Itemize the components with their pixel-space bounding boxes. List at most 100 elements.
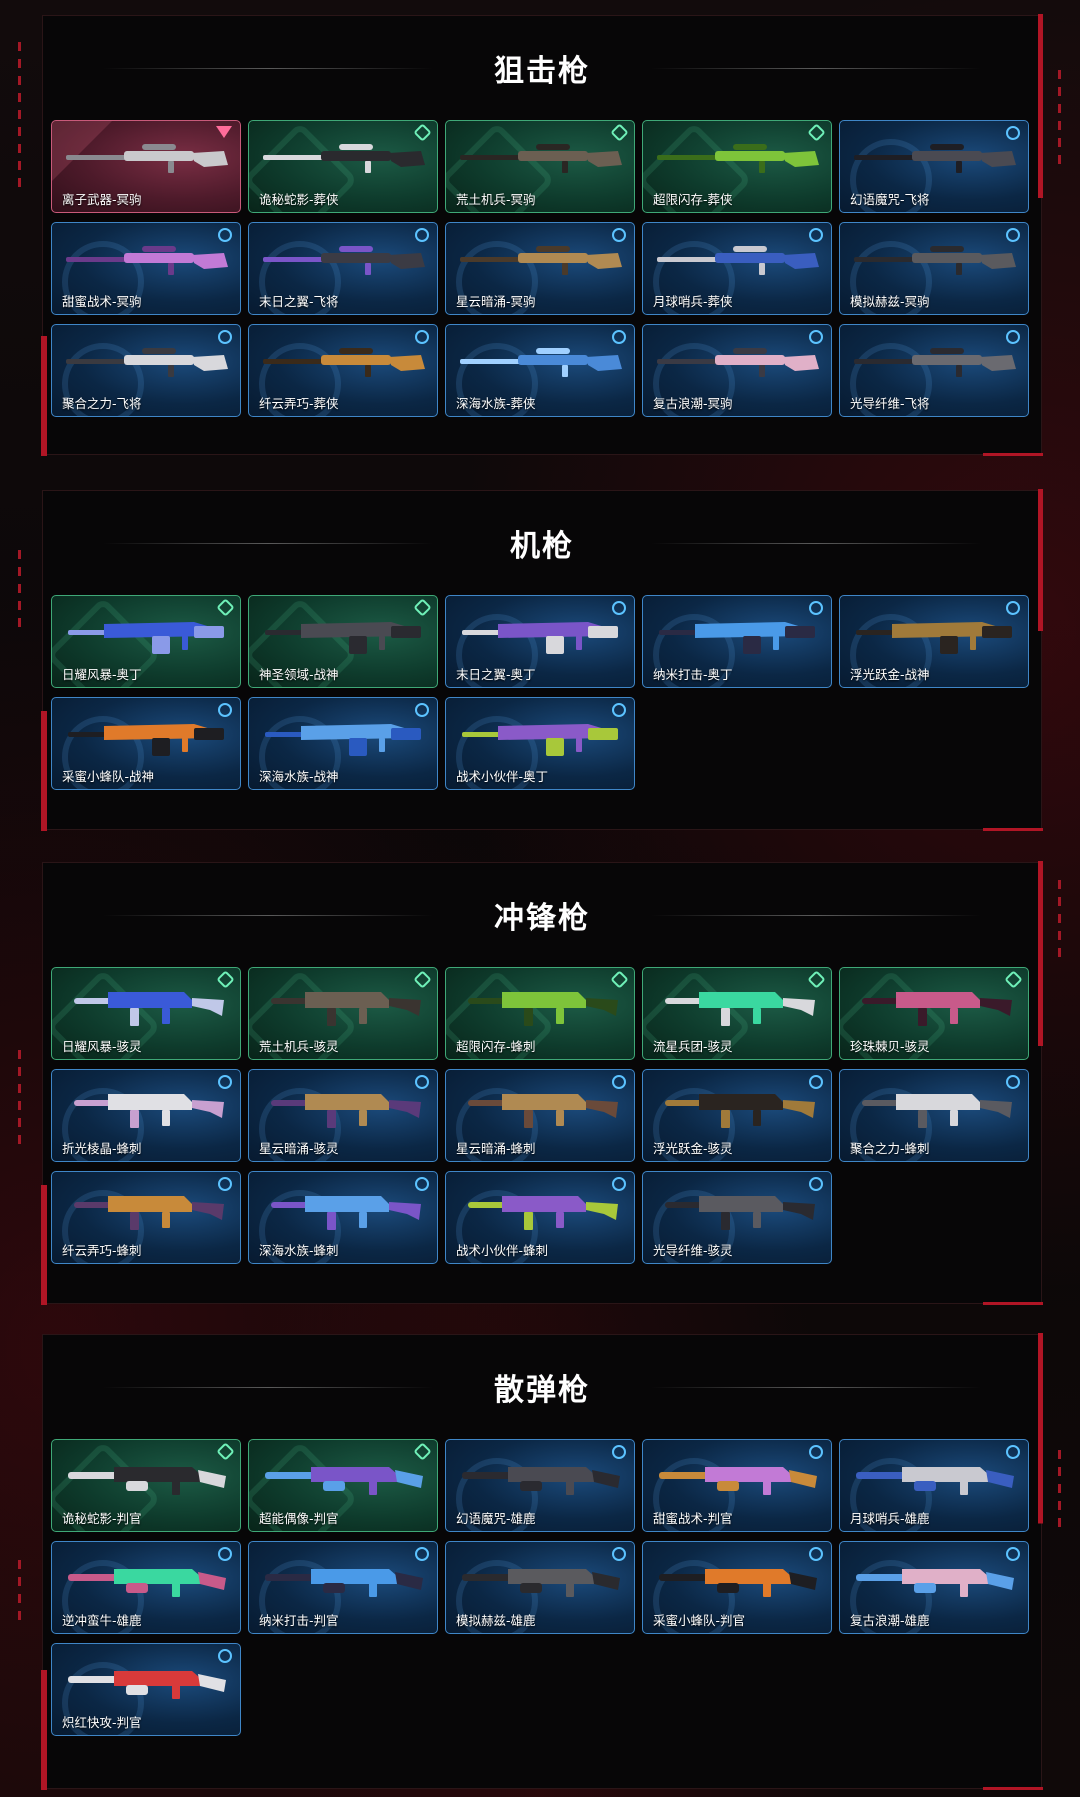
weapon-image bbox=[462, 724, 618, 756]
skin-card[interactable]: 逆冲蛮牛-雄鹿 bbox=[51, 1541, 241, 1634]
skin-grid: 日耀风暴-奥丁 神圣领域-战神 末日之翼-奥丁 纳米打击-奥丁 浮光跃金-战神 … bbox=[51, 595, 1029, 790]
weapon-image bbox=[265, 1569, 423, 1597]
skin-card[interactable]: 聚合之力-飞将 bbox=[51, 324, 241, 417]
tier-badge-icon bbox=[218, 228, 232, 242]
section-title: 散弹枪 bbox=[494, 1373, 590, 1408]
skin-card[interactable]: 战术小伙伴-奥丁 bbox=[445, 697, 635, 790]
skin-card[interactable]: 深海水族-战神 bbox=[248, 697, 438, 790]
tier-badge-icon bbox=[612, 703, 626, 717]
card-emblem-watermark bbox=[653, 1088, 735, 1161]
skin-card[interactable]: 复古浪潮-雄鹿 bbox=[839, 1541, 1029, 1634]
skin-card[interactable]: 甜蜜战术-冥驹 bbox=[51, 222, 241, 315]
tier-badge-icon bbox=[809, 601, 823, 615]
skin-card[interactable]: 折光棱晶-蜂刺 bbox=[51, 1069, 241, 1162]
skin-card[interactable]: 珍珠棘贝-骇灵 bbox=[839, 967, 1029, 1060]
skin-card[interactable]: 幻语魔咒-飞将 bbox=[839, 120, 1029, 213]
tier-badge-icon bbox=[218, 1547, 232, 1561]
weapon-image bbox=[659, 622, 815, 654]
skin-card[interactable]: 流星兵团-骇灵 bbox=[642, 967, 832, 1060]
skin-card[interactable]: 末日之翼-飞将 bbox=[248, 222, 438, 315]
weapon-image bbox=[460, 144, 622, 173]
skin-card[interactable]: 甜蜜战术-判官 bbox=[642, 1439, 832, 1532]
skin-name: 采蜜小蜂队-战神 bbox=[62, 769, 155, 784]
skin-card[interactable]: 月球哨兵-葬侠 bbox=[642, 222, 832, 315]
weapon-image bbox=[862, 1094, 1012, 1128]
skin-name: 聚合之力-飞将 bbox=[62, 396, 142, 411]
weapon-image bbox=[659, 1569, 817, 1597]
skin-card[interactable]: 星云暗涌-冥驹 bbox=[445, 222, 635, 315]
skin-name: 超限闪存-蜂刺 bbox=[456, 1039, 536, 1054]
weapon-image bbox=[271, 1094, 421, 1128]
skin-card[interactable]: 纤云弄巧-蜂刺 bbox=[51, 1171, 241, 1264]
skin-card[interactable]: 日耀风暴-骇灵 bbox=[51, 967, 241, 1060]
skin-card[interactable]: 战术小伙伴-蜂刺 bbox=[445, 1171, 635, 1264]
skin-card[interactable]: 炽红快攻-判官 bbox=[51, 1643, 241, 1736]
tier-badge-icon bbox=[809, 1445, 823, 1459]
skin-card[interactable]: 幻语魔咒-雄鹿 bbox=[445, 1439, 635, 1532]
skin-card[interactable]: 光导纤维-骇灵 bbox=[642, 1171, 832, 1264]
weapon-section: 狙击枪 离子武器-冥驹 诡秘蛇影-葬侠 荒土机兵-冥驹 超限闪存-葬侠 bbox=[41, 14, 1043, 456]
skin-card[interactable]: 模拟赫兹-冥驹 bbox=[839, 222, 1029, 315]
card-emblem-watermark bbox=[456, 614, 538, 687]
skin-card[interactable]: 星云暗涌-蜂刺 bbox=[445, 1069, 635, 1162]
skin-name: 光导纤维-飞将 bbox=[850, 396, 930, 411]
skin-card[interactable]: 诡秘蛇影-葬侠 bbox=[248, 120, 438, 213]
skin-card[interactable]: 聚合之力-蜂刺 bbox=[839, 1069, 1029, 1162]
weapon-image bbox=[263, 144, 425, 173]
skin-card[interactable]: 深海水族-葬侠 bbox=[445, 324, 635, 417]
skin-card[interactable]: 星云暗涌-骇灵 bbox=[248, 1069, 438, 1162]
skin-name: 超能偶像-判官 bbox=[259, 1511, 339, 1526]
card-emblem-watermark bbox=[259, 1560, 341, 1633]
skin-card[interactable]: 日耀风暴-奥丁 bbox=[51, 595, 241, 688]
skin-card[interactable]: 模拟赫兹-雄鹿 bbox=[445, 1541, 635, 1634]
weapon-image bbox=[271, 992, 421, 1026]
section-title-frame: 冲锋枪 bbox=[462, 889, 622, 941]
skin-card[interactable]: 超限闪存-葬侠 bbox=[642, 120, 832, 213]
skin-card[interactable]: 纳米打击-判官 bbox=[248, 1541, 438, 1634]
tier-badge-icon bbox=[415, 1177, 429, 1191]
weapon-image bbox=[659, 1467, 817, 1495]
tier-badge-icon bbox=[612, 330, 626, 344]
skin-card[interactable]: 浮光跃金-战神 bbox=[839, 595, 1029, 688]
skin-name: 荒土机兵-冥驹 bbox=[456, 192, 536, 207]
tier-badge-icon bbox=[218, 330, 232, 344]
section-title: 冲锋枪 bbox=[494, 901, 590, 936]
section-title: 机枪 bbox=[510, 529, 574, 564]
skin-card[interactable]: 纤云弄巧-葬侠 bbox=[248, 324, 438, 417]
skin-card[interactable]: 浮光跃金-骇灵 bbox=[642, 1069, 832, 1162]
card-emblem-watermark bbox=[456, 1560, 538, 1633]
header-divider bbox=[651, 543, 981, 544]
skin-name: 神圣领域-战神 bbox=[259, 667, 339, 682]
weapon-image bbox=[74, 992, 224, 1026]
skin-card[interactable]: 末日之翼-奥丁 bbox=[445, 595, 635, 688]
skin-card[interactable]: 月球哨兵-雄鹿 bbox=[839, 1439, 1029, 1532]
skin-card[interactable]: 超限闪存-蜂刺 bbox=[445, 967, 635, 1060]
tier-badge-icon bbox=[415, 228, 429, 242]
skin-card[interactable]: 纳米打击-奥丁 bbox=[642, 595, 832, 688]
section-header: 散弹枪 bbox=[43, 1357, 1041, 1417]
skin-card[interactable]: 光导纤维-飞将 bbox=[839, 324, 1029, 417]
skin-card[interactable]: 神圣领域-战神 bbox=[248, 595, 438, 688]
skin-name: 逆冲蛮牛-雄鹿 bbox=[62, 1613, 142, 1628]
skin-card[interactable]: 离子武器-冥驹 bbox=[51, 120, 241, 213]
skin-card[interactable]: 采蜜小蜂队-判官 bbox=[642, 1541, 832, 1634]
tier-badge-icon bbox=[415, 1547, 429, 1561]
skin-card[interactable]: 荒土机兵-骇灵 bbox=[248, 967, 438, 1060]
skin-name: 模拟赫兹-雄鹿 bbox=[456, 1613, 536, 1628]
card-emblem-watermark bbox=[653, 1458, 735, 1531]
tier-badge-icon bbox=[612, 228, 626, 242]
right-decor-dashes bbox=[1058, 880, 1062, 965]
card-emblem-watermark bbox=[456, 343, 538, 416]
weapon-image bbox=[263, 246, 425, 275]
card-emblem-watermark bbox=[456, 716, 538, 789]
skin-card[interactable]: 采蜜小蜂队-战神 bbox=[51, 697, 241, 790]
skin-card[interactable]: 深海水族-蜂刺 bbox=[248, 1171, 438, 1264]
weapon-image bbox=[462, 1569, 620, 1597]
skin-grid: 离子武器-冥驹 诡秘蛇影-葬侠 荒土机兵-冥驹 超限闪存-葬侠 幻语魔咒-飞将 … bbox=[51, 120, 1029, 417]
skin-name: 诡秘蛇影-葬侠 bbox=[259, 192, 339, 207]
skin-name: 甜蜜战术-冥驹 bbox=[62, 294, 142, 309]
skin-card[interactable]: 荒土机兵-冥驹 bbox=[445, 120, 635, 213]
skin-card[interactable]: 超能偶像-判官 bbox=[248, 1439, 438, 1532]
skin-card[interactable]: 复古浪潮-冥驹 bbox=[642, 324, 832, 417]
skin-card[interactable]: 诡秘蛇影-判官 bbox=[51, 1439, 241, 1532]
